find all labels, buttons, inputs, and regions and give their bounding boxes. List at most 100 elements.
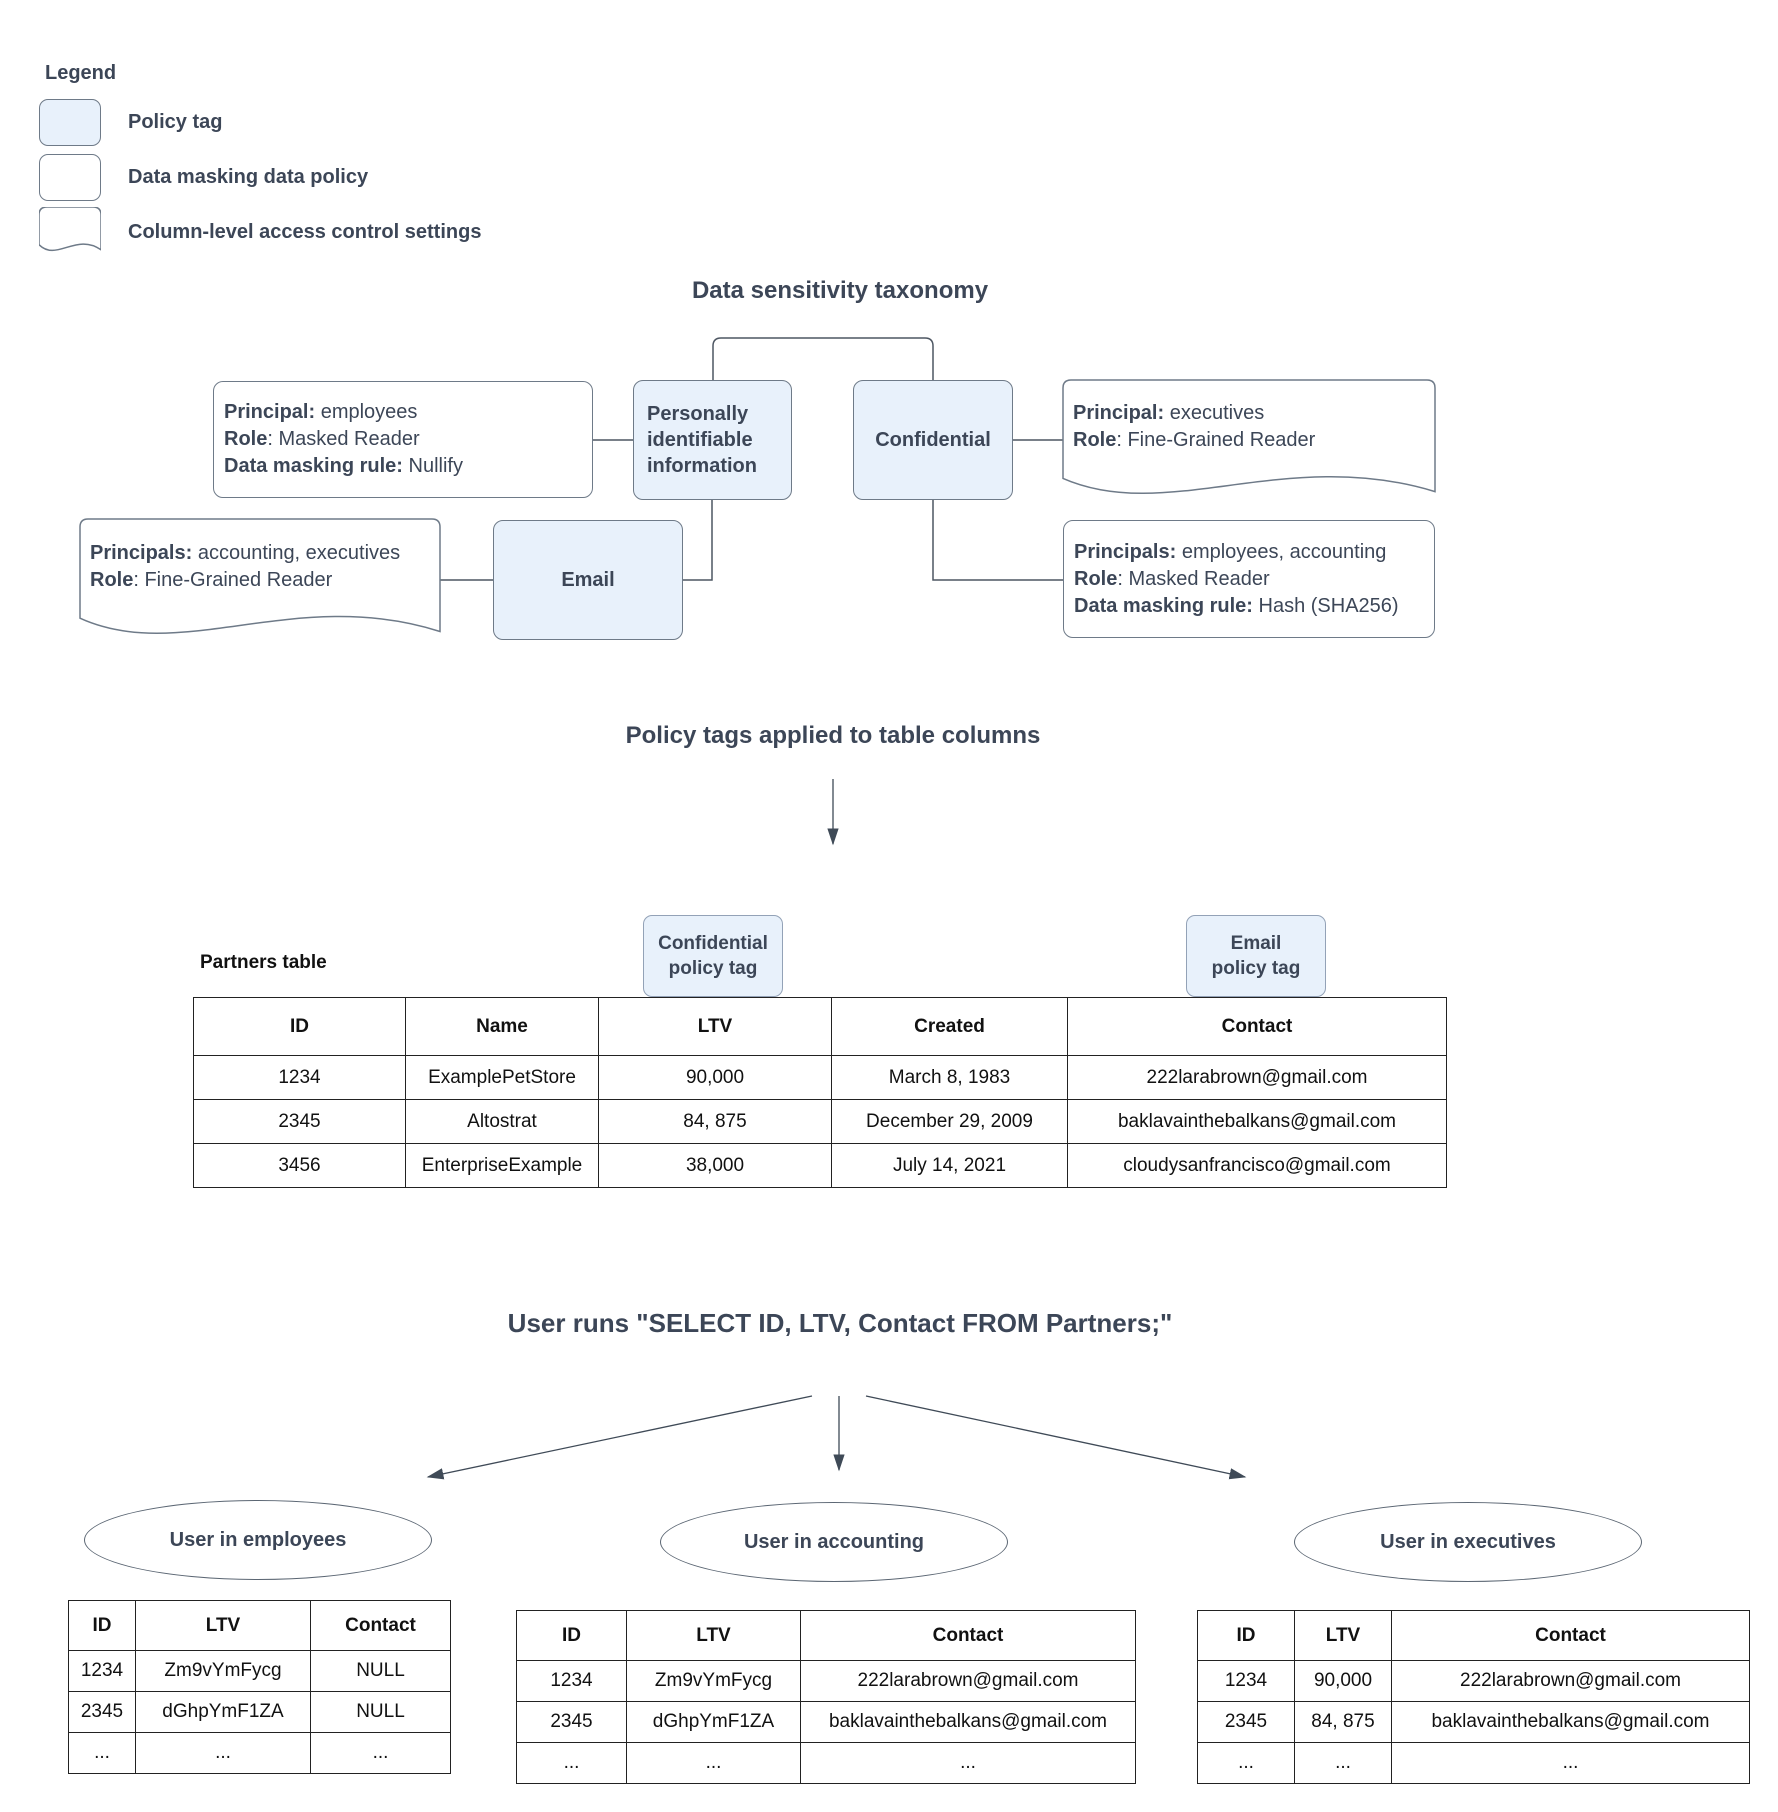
table-row: .........: [1197, 1742, 1750, 1784]
document-shape-outline: [1062, 379, 1436, 495]
table-cell: 90,000: [1294, 1660, 1392, 1702]
table-cell: 90,000: [598, 1055, 832, 1100]
column-header: LTV: [626, 1610, 801, 1661]
user-in-accounting-ellipse: User in accounting: [660, 1502, 1008, 1582]
nullify-data-policy-box: Principal: employees Role: Masked Reader…: [213, 381, 593, 498]
table-cell: ...: [516, 1742, 627, 1784]
executives-access-control-box: Principal: executives Role: Fine-Grained…: [1062, 379, 1436, 500]
tag-line: policy tag: [1211, 958, 1301, 979]
email-policy-tag-node: Email: [493, 520, 683, 640]
legend-item-label: Data masking data policy: [128, 166, 369, 188]
table-cell: 38,000: [598, 1143, 832, 1188]
table-cell: ...: [626, 1742, 801, 1784]
document-shape-outline: [38, 205, 102, 251]
table-cell: baklavainthebalkans@gmail.com: [1067, 1099, 1447, 1144]
table-cell: 2345: [68, 1691, 136, 1733]
user-in-executives-ellipse: User in executives: [1294, 1502, 1642, 1582]
table-cell: dGhpYmF1ZA: [626, 1701, 801, 1743]
connector-email-to-pii: [683, 500, 713, 581]
policy-line: Principal: executives: [1073, 402, 1265, 424]
document-shape-outline: [79, 518, 441, 634]
column-header: LTV: [598, 997, 832, 1056]
access-control-shape-icon: [38, 205, 102, 259]
table-cell: 222larabrown@gmail.com: [1391, 1660, 1750, 1702]
table-cell: March 8, 1983: [831, 1055, 1068, 1100]
legend-item-policy-tag: Policy tag: [39, 99, 599, 146]
table-cell: NULL: [310, 1650, 451, 1692]
policy-tag-shape-icon: [39, 99, 101, 146]
confidential-policy-tag-node: Confidential: [853, 380, 1013, 500]
table-cell: ...: [1391, 1742, 1750, 1784]
user-in-employees-ellipse: User in employees: [84, 1500, 432, 1580]
legend-item-data-masking-policy: Data masking data policy: [39, 154, 599, 201]
table-cell: ExamplePetStore: [405, 1055, 599, 1100]
table-cell: baklavainthebalkans@gmail.com: [800, 1701, 1136, 1743]
tag-line: Email: [1230, 933, 1282, 954]
policy-line: Role: Fine-Grained Reader: [1073, 429, 1316, 451]
table-cell: baklavainthebalkans@gmail.com: [1391, 1701, 1750, 1743]
table-cell: 222larabrown@gmail.com: [1067, 1055, 1447, 1100]
email-column-policy-tag: Email policy tag: [1186, 915, 1326, 997]
policy-line: Role: Masked Reader: [1074, 567, 1270, 590]
partners-table-label: Partners table: [200, 952, 327, 973]
confidential-column-policy-tag: Confidential policy tag: [643, 915, 783, 997]
connector-taxonomy-bracket: [712, 337, 934, 380]
legend-item-access-control: Column-level access control settings: [38, 205, 599, 259]
table-cell: ...: [800, 1742, 1136, 1784]
table-cell: dGhpYmF1ZA: [135, 1691, 311, 1733]
accounting-executives-access-control-box: Principals: accounting, executives Role:…: [79, 518, 441, 640]
access-control-text: Principal: executives Role: Fine-Grained…: [1073, 384, 1427, 470]
column-header: LTV: [135, 1600, 311, 1651]
column-header: Name: [405, 997, 599, 1056]
table-cell: 1234: [516, 1660, 627, 1702]
pii-policy-tag-node: Personally identifiable information: [633, 380, 792, 500]
table-cell: 2345: [1197, 1701, 1295, 1743]
table-row: .........: [68, 1732, 451, 1774]
access-control-text: Principals: accounting, executives Role:…: [90, 523, 432, 610]
table-cell: NULL: [310, 1691, 451, 1733]
table-cell: 1234: [68, 1650, 136, 1692]
column-header: LTV: [1294, 1610, 1392, 1661]
policy-line: Data masking rule: Hash (SHA256): [1074, 594, 1399, 617]
column-header: Contact: [800, 1610, 1136, 1661]
connector-confidential-to-hash: [932, 500, 1063, 581]
table-cell: ...: [1294, 1742, 1392, 1784]
table-cell: ...: [68, 1732, 136, 1774]
legend-item-label: Policy tag: [128, 111, 223, 133]
table-cell: ...: [135, 1732, 311, 1774]
legend: Legend Policy tag Data masking data poli…: [38, 62, 599, 264]
arrow-query-to-employees: [426, 1395, 813, 1480]
table-cell: EnterpriseExample: [405, 1143, 599, 1188]
table-cell: Altostrat: [405, 1099, 599, 1144]
taxonomy-title: Data sensitivity taxonomy: [691, 277, 989, 304]
table-cell: Zm9vYmFycg: [626, 1660, 801, 1702]
table-cell: 3456: [193, 1143, 406, 1188]
table-cell: ...: [310, 1732, 451, 1774]
policy-line: Role: Masked Reader: [224, 428, 420, 450]
table-cell: Zm9vYmFycg: [135, 1650, 311, 1692]
arrow-query-to-executives: [865, 1395, 1247, 1480]
table-row: .........: [516, 1742, 1136, 1784]
table-cell: cloudysanfrancisco@gmail.com: [1067, 1143, 1447, 1188]
tag-line: policy tag: [668, 958, 758, 979]
column-header: ID: [1197, 1610, 1295, 1661]
column-header: Contact: [310, 1600, 451, 1651]
query-title: User runs "SELECT ID, LTV, Contact FROM …: [507, 1308, 1173, 1338]
